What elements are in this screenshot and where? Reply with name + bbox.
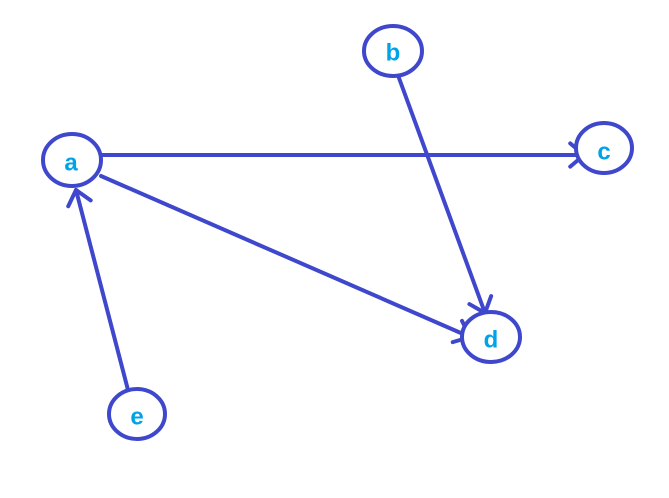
- edge-e-a: [74, 188, 130, 392]
- edge-b-d: [397, 76, 487, 315]
- node-b: b: [362, 24, 424, 78]
- node-c: c: [574, 121, 634, 175]
- node-label: c: [597, 139, 610, 166]
- arrowhead-icon: [66, 188, 93, 209]
- node-label: d: [484, 327, 499, 354]
- node-label: b: [386, 40, 401, 67]
- node-d: d: [460, 310, 522, 364]
- node-label: e: [130, 404, 143, 431]
- node-label: a: [64, 150, 78, 177]
- node-a: a: [41, 132, 103, 188]
- edge-a-d: [99, 174, 472, 339]
- node-e: e: [107, 387, 167, 441]
